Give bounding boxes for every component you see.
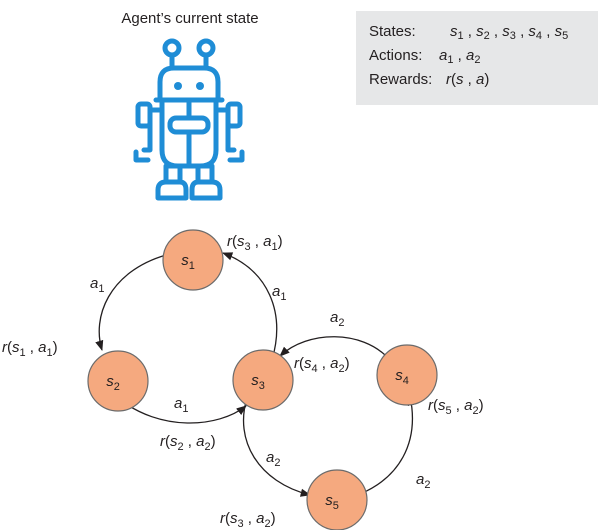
node-s1: s1 bbox=[162, 229, 224, 291]
node-s5: s5 bbox=[306, 469, 368, 530]
legend-states-key: States: bbox=[369, 23, 416, 40]
reward-label-s1-a1: r(s1 , a1) bbox=[2, 339, 58, 359]
robot-icon bbox=[133, 38, 245, 201]
legend-box: States: s1 , s2 , s3 , s4 , s5 Actions: a1… bbox=[356, 11, 598, 105]
edge-s1-s2 bbox=[95, 254, 167, 351]
legend-actions-value: a1 , a2 bbox=[439, 47, 481, 66]
edge-s4-s3 bbox=[279, 336, 389, 359]
node-s3: s3 bbox=[232, 349, 294, 411]
edge-s5-s4 bbox=[359, 394, 416, 495]
reward-label-s3-a1: r(s3 , a1) bbox=[227, 233, 283, 253]
reward-label-s5-a2: r(s5 , a2) bbox=[428, 397, 484, 417]
edge-s3-s1 bbox=[222, 252, 278, 361]
edge-s3-s5 bbox=[242, 397, 312, 497]
legend-states-row: States: s1 , s2 , s3 , s4 , s5 bbox=[369, 20, 598, 44]
agent-caption: Agent’s current state bbox=[121, 10, 259, 27]
action-label-s1-s2: a1 bbox=[90, 275, 104, 295]
legend-rewards-key: Rewards: bbox=[369, 71, 433, 88]
legend-actions-row: Actions: a1 , a2 bbox=[369, 44, 598, 68]
svg-text:s2: s2 bbox=[106, 373, 120, 393]
action-label-s2-s3: a1 bbox=[174, 395, 188, 415]
svg-text:s3: s3 bbox=[251, 372, 265, 392]
legend-states-value: s1 , s2 , s3 , s4 , s5 bbox=[450, 23, 569, 42]
svg-text:s1: s1 bbox=[181, 252, 195, 272]
legend-rewards-row: Rewards: r(s , a) bbox=[369, 68, 598, 92]
action-label-s3-s1: a1 bbox=[272, 283, 286, 303]
node-s2: s2 bbox=[87, 350, 149, 412]
action-label-s4-s3: a2 bbox=[330, 309, 344, 329]
reward-label-s3-a2: r(s3 , a2) bbox=[220, 510, 276, 530]
action-label-s3-s5: a2 bbox=[266, 449, 280, 469]
reward-label-s2-a2: r(s2 , a2) bbox=[160, 433, 216, 453]
reward-label-s4-a2: r(s4 , a2) bbox=[294, 355, 350, 375]
legend-rewards-value: r(s , a) bbox=[446, 71, 490, 88]
action-label-s5-s4: a2 bbox=[416, 471, 430, 491]
edge-s2-s3 bbox=[117, 397, 247, 424]
svg-text:s4: s4 bbox=[395, 367, 409, 387]
legend-actions-key: Actions: bbox=[369, 47, 423, 64]
svg-text:s5: s5 bbox=[325, 492, 339, 512]
node-s4: s4 bbox=[376, 344, 438, 406]
